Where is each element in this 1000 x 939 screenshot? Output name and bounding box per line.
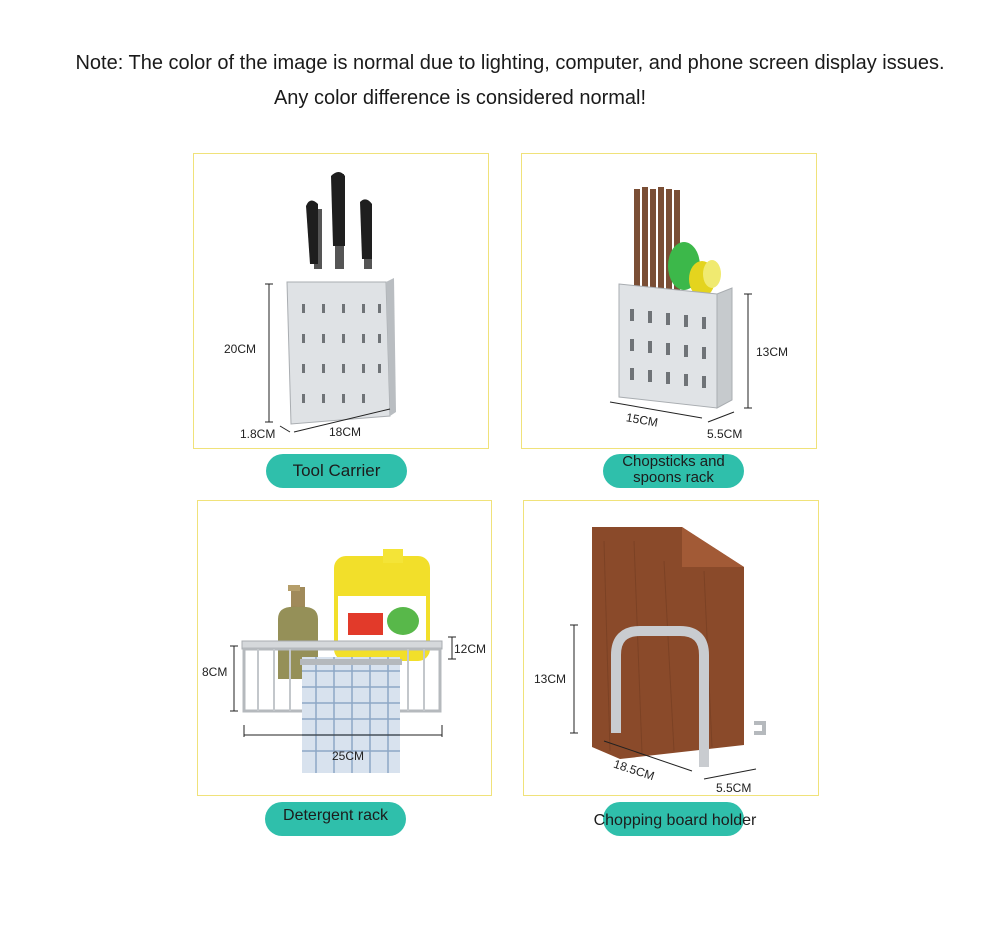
chopsticks-rack-label: Chopsticks and spoons rack: [603, 454, 744, 488]
note-line-2: Any color difference is considered norma…: [273, 87, 647, 109]
detergent-rack-panel: [197, 500, 492, 796]
chopping-board-holder-image: [570, 527, 766, 780]
tool-carrier-depth: 1.8CM: [240, 427, 276, 441]
chopsticks-rack-depth: 5.5CM: [707, 427, 743, 441]
chopsticks-rack-label-line-1: Chopsticks and: [622, 453, 725, 470]
tool-carrier-panel: [193, 153, 489, 449]
detergent-rack-label: Detergent rack: [265, 802, 406, 836]
chopping-board-holder-height: 13CM: [534, 672, 567, 686]
tool-carrier-label: Tool Carrier: [266, 454, 407, 488]
tool-carrier-width: 18CM: [329, 425, 362, 439]
detergent-rack-height: 8CM: [202, 665, 228, 679]
chopping-board-holder-depth: 5.5CM: [716, 781, 752, 795]
chopping-board-holder-label: Chopping board holder: [593, 812, 757, 829]
note-line-1: Note: The color of the image is normal d…: [75, 52, 945, 74]
detergent-rack-width: 25CM: [332, 749, 365, 763]
chopping-board-holder-label-bg: [603, 802, 744, 836]
chopsticks-rack-label-line-2: spoons rack: [633, 469, 714, 486]
chopsticks-rack-image: [609, 187, 752, 423]
tool-carrier-height: 20CM: [224, 342, 257, 356]
detergent-rack-image: [230, 549, 456, 773]
tool-carrier-image: [265, 172, 396, 433]
chopsticks-rack-panel: [521, 153, 817, 449]
chopsticks-rack-height: 13CM: [756, 345, 789, 359]
detergent-rack-rail-height: 12CM: [454, 642, 487, 656]
chopping-board-holder-panel: [523, 500, 819, 796]
